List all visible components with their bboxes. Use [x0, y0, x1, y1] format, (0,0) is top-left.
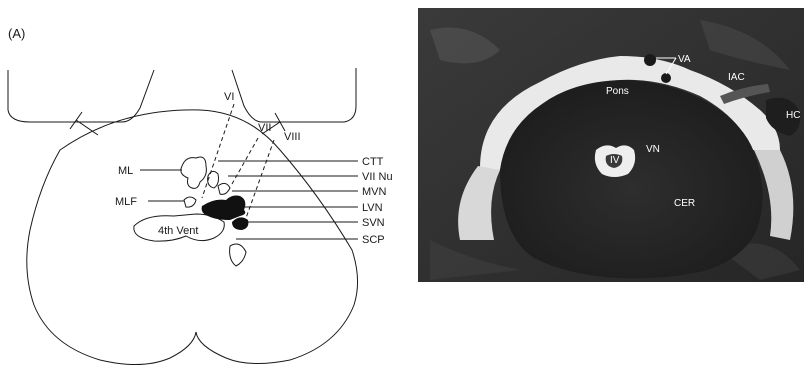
vii-nucleus-structure [218, 183, 230, 194]
brainstem-outline [27, 110, 358, 365]
panel-b-mri: VA Pons IAC HC VN IV CER [418, 8, 804, 282]
mri-hc-label: HC [786, 110, 800, 121]
fourth-ventricle-label: 4th Vent [158, 225, 198, 237]
mri-iac-label: IAC [728, 72, 745, 83]
va-dot-2 [661, 73, 671, 83]
svn-label: SVN [362, 217, 385, 229]
scp-structure [230, 244, 246, 266]
mri-iv-label: IV [610, 155, 620, 166]
mri-pons-label: Pons [606, 86, 629, 97]
scp-label: SCP [362, 234, 385, 246]
mvn-lvn-mass [202, 196, 246, 221]
nerve-vi-label: VI [224, 91, 234, 103]
ctt-label: CTT [362, 156, 384, 168]
mlf-structure [184, 197, 196, 207]
lvn-label: LVN [362, 202, 383, 214]
mvn-label: MVN [362, 186, 387, 198]
mri-va-label: VA [678, 54, 691, 65]
mri-cer-label: CER [674, 198, 695, 209]
mri-vn-label: VN [646, 144, 660, 155]
vii-nu-label: VII Nu [362, 171, 393, 183]
va-dot-1 [644, 54, 656, 66]
right-lobe-outline [232, 68, 356, 122]
panel-a-diagram: (A) 4th Vent VI VII [8, 26, 393, 365]
mlf-label: MLF [115, 196, 137, 208]
nerve-viii-label: VIII [284, 131, 301, 143]
left-marker-cap [70, 112, 82, 129]
ml-structure [181, 157, 207, 188]
ctt-structure [208, 171, 219, 188]
panel-label: (A) [8, 26, 25, 41]
ml-label: ML [118, 165, 133, 177]
nerve-vii-label: VII [258, 122, 271, 134]
svn-mass [232, 217, 248, 230]
